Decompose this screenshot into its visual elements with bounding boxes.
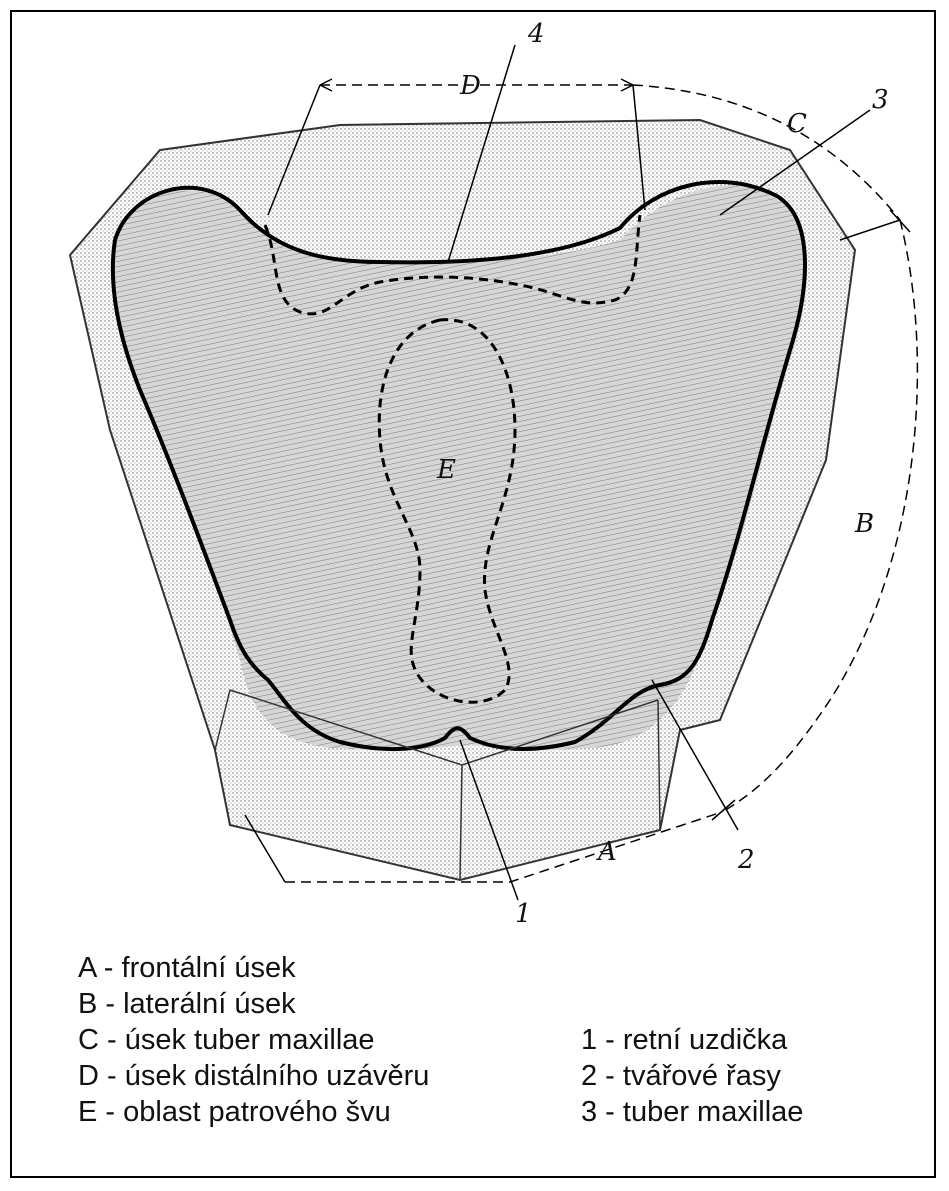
marker-3: 3 xyxy=(872,85,889,115)
marker-4: 4 xyxy=(527,19,545,49)
marker-1: 1 xyxy=(515,899,532,929)
legend-right: 1 - retní uzdička 2 - tvářové řasy 3 - t… xyxy=(581,1022,803,1130)
legend-item-1: 1 - retní uzdička xyxy=(581,1022,803,1058)
legend-item-e: E - oblast patrového švu xyxy=(78,1094,429,1130)
marker-a: A xyxy=(596,837,617,867)
marker-d: D xyxy=(459,71,481,101)
legend-item-d: D - úsek distálního uzávěru xyxy=(78,1058,429,1094)
marker-2: 2 xyxy=(737,845,755,875)
legend-item-b: B - laterální úsek xyxy=(78,986,429,1022)
legend-item-3: 3 - tuber maxillae xyxy=(581,1094,803,1130)
legend-item-a: A - frontální úsek xyxy=(78,950,429,986)
legend-left: A - frontální úsek B - laterální úsek C … xyxy=(78,950,429,1130)
legend-item-2: 2 - tvářové řasy xyxy=(581,1058,803,1094)
marker-b: B xyxy=(854,509,874,539)
legend-item-c: C - úsek tuber maxillae xyxy=(78,1022,429,1058)
marker-c: C xyxy=(787,109,807,139)
marker-e: E xyxy=(436,455,456,485)
